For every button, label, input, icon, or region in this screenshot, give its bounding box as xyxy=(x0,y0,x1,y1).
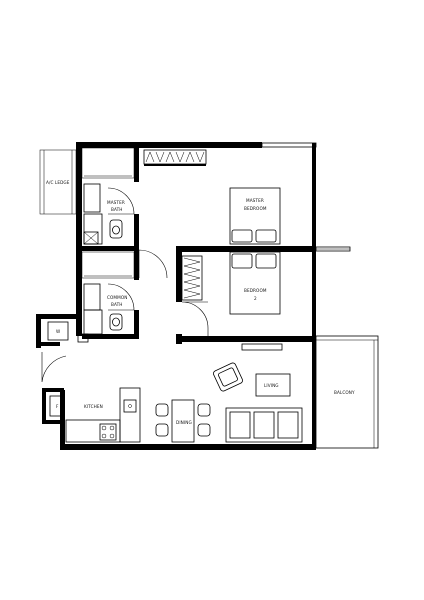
master-bed xyxy=(229,187,281,245)
common-bath-bottom-wall xyxy=(82,334,139,339)
kitchen-door xyxy=(41,352,67,383)
kitchen-sink xyxy=(123,399,137,413)
ac-ledge-label: A/C LEDGE xyxy=(46,180,70,185)
wall-washer-left xyxy=(36,314,41,348)
wall-top xyxy=(76,142,262,148)
bedroom2-label-1: BEDROOM xyxy=(244,288,267,293)
dining-chairs xyxy=(155,403,211,437)
bedroom2-bottom-wall xyxy=(176,336,312,342)
ac-ledge: A/C LEDGE xyxy=(39,149,77,215)
master-bath-bottom-wall xyxy=(82,246,139,251)
wall-left-upper xyxy=(76,142,82,336)
master-wardrobe xyxy=(143,149,207,166)
master-bath-toilet xyxy=(109,219,123,239)
master-bedroom-door xyxy=(138,249,168,279)
bedroom2-bed xyxy=(229,251,281,315)
master-bedroom: MASTER BEDROOM xyxy=(229,187,281,245)
wall-bottom xyxy=(60,444,316,450)
sofa xyxy=(225,407,303,443)
bedroom-2: BEDROOM 2 xyxy=(229,251,281,315)
master-bath-label-2: BATH xyxy=(111,207,123,212)
wall-right xyxy=(312,143,316,448)
fridge xyxy=(49,395,65,417)
common-bath-door xyxy=(107,283,135,311)
wall-washer-top xyxy=(36,314,78,319)
balcony-outline xyxy=(315,335,379,449)
exterior-walls xyxy=(36,142,317,450)
dining-label: DINING xyxy=(176,420,192,425)
dining: DINING xyxy=(155,399,211,443)
master-bath-right-wall-lower xyxy=(134,214,139,250)
washer-label: W xyxy=(56,329,60,334)
bedroom2-left-wall-top xyxy=(176,246,182,302)
bedroom2-label-2: 2 xyxy=(254,296,257,301)
wall-washer-bottom xyxy=(36,342,60,346)
balcony-label: BALCONY xyxy=(334,390,355,395)
master-bath: MASTER BATH xyxy=(81,147,139,251)
master-bath-cabinet xyxy=(83,231,99,245)
tv-console xyxy=(241,343,283,351)
wall-top-right-thin xyxy=(261,142,317,148)
bedroom2-door xyxy=(181,301,209,336)
master-bedroom-label-1: MASTER xyxy=(246,198,264,203)
coffee-table xyxy=(255,373,291,397)
dining-table xyxy=(171,399,195,443)
master-bath-shower xyxy=(83,183,101,213)
common-bath-label-2: BATH xyxy=(111,302,123,307)
common-bath-shower xyxy=(83,283,101,311)
common-bath: COMMON BATH xyxy=(81,250,139,339)
master-bath-door xyxy=(107,187,135,215)
ac-ledge-outline xyxy=(39,149,77,215)
common-bath-toilet xyxy=(109,313,123,331)
living-label: LIVING xyxy=(264,383,279,388)
armchair xyxy=(213,362,243,392)
kitchen-label: KITCHEN xyxy=(84,404,103,409)
kitchen-counter xyxy=(65,419,121,443)
bedroom-partition-wall xyxy=(178,246,312,252)
wall-left-lower xyxy=(60,390,65,450)
wall-fridge-left xyxy=(42,388,46,424)
balcony: BALCONY xyxy=(315,335,379,449)
kitchen: F KITCHEN xyxy=(41,352,141,443)
kitchen-island xyxy=(119,387,141,443)
bedroom2-wardrobe xyxy=(181,255,203,301)
fridge-label: F xyxy=(56,404,59,409)
common-bath-vanity xyxy=(83,309,103,335)
living: LIVING xyxy=(213,343,303,443)
wall-fridge-top xyxy=(42,388,64,392)
common-bath-right-wall xyxy=(134,250,139,280)
common-bath-label-1: COMMON xyxy=(107,295,127,300)
wall-fridge-bottom xyxy=(42,420,62,424)
master-bedroom-label-2: BEDROOM xyxy=(244,206,267,211)
master-bath-right-wall xyxy=(134,148,139,182)
washer-area: W xyxy=(47,321,89,343)
washer xyxy=(47,321,69,341)
kitchen-stove xyxy=(99,423,117,441)
master-bath-label-1: MASTER xyxy=(107,200,125,205)
